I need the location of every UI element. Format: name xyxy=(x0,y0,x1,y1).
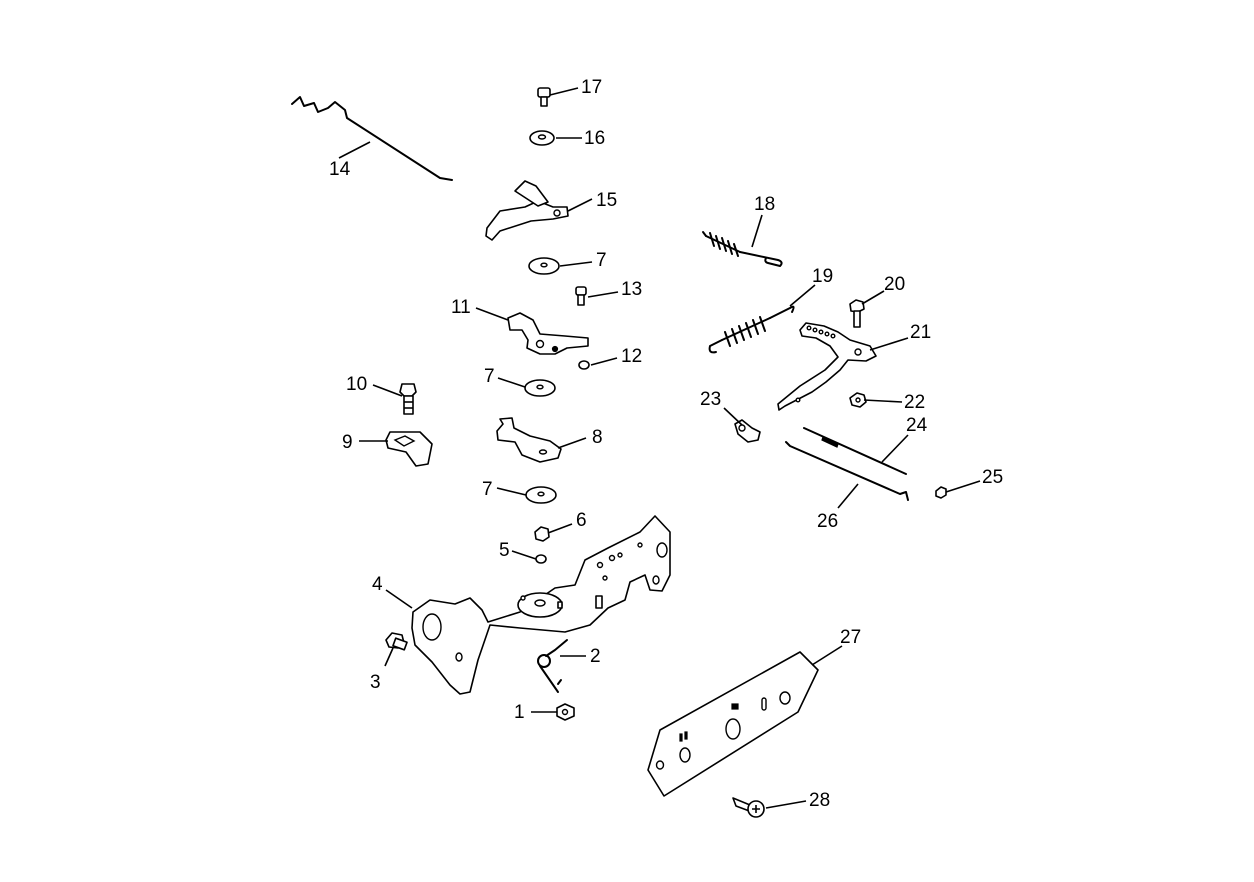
callout-16: 16 xyxy=(584,128,605,149)
part-control-bracket xyxy=(411,515,671,695)
callout-21: 21 xyxy=(910,322,931,343)
part-bolt-20 xyxy=(849,299,865,328)
leader-lines xyxy=(338,87,981,809)
part-lever-plate xyxy=(496,417,562,463)
part-cable-clamp xyxy=(385,431,433,467)
callout-27: 27 xyxy=(840,627,861,648)
part-governor-spring xyxy=(702,231,783,267)
callout-26: 26 xyxy=(817,511,838,532)
callout-15: 15 xyxy=(596,190,617,211)
callout-10: 10 xyxy=(346,374,367,395)
callout-labels: 1 2 3 4 5 6 7 7 7 8 9 10 11 12 13 14 15 … xyxy=(329,77,1003,811)
callout-14: 14 xyxy=(329,159,351,180)
part-washer-16 xyxy=(529,130,555,146)
callout-7a: 7 xyxy=(596,250,607,271)
part-screw-28 xyxy=(732,797,765,818)
part-governor-link-rod xyxy=(785,441,909,501)
part-washer-5 xyxy=(535,554,547,564)
callout-22: 22 xyxy=(904,392,925,413)
part-bolt-3 xyxy=(385,632,408,651)
part-extension-spring xyxy=(708,305,795,354)
callout-13: 13 xyxy=(621,279,642,300)
callout-4: 4 xyxy=(372,574,383,595)
callout-17: 17 xyxy=(581,77,602,98)
callout-2: 2 xyxy=(590,646,601,667)
part-nut-12 xyxy=(578,360,590,370)
callout-18: 18 xyxy=(754,194,775,215)
part-clamp-23 xyxy=(734,419,761,443)
callout-28: 28 xyxy=(809,790,830,811)
part-washer-7b xyxy=(524,379,556,397)
part-plate xyxy=(647,651,819,797)
part-throttle-lever xyxy=(485,180,569,241)
callout-20: 20 xyxy=(884,274,905,295)
part-nut-25 xyxy=(935,486,947,499)
part-bolt-10 xyxy=(399,383,417,415)
part-screw-17 xyxy=(537,87,551,107)
callout-19: 19 xyxy=(812,266,833,287)
part-governor-lever xyxy=(777,322,877,411)
callout-3: 3 xyxy=(370,672,381,693)
callout-25: 25 xyxy=(982,467,1003,488)
callout-23: 23 xyxy=(700,389,721,410)
part-nut-22 xyxy=(849,392,867,408)
part-choke-lever xyxy=(507,312,589,355)
part-washer-7c xyxy=(525,486,557,504)
callout-24: 24 xyxy=(906,415,928,436)
callout-1: 1 xyxy=(514,702,525,723)
callout-9: 9 xyxy=(342,432,353,453)
part-washer-7a xyxy=(528,257,560,275)
part-throttle-link xyxy=(803,427,907,475)
callout-6: 6 xyxy=(576,510,587,531)
callout-5: 5 xyxy=(499,540,510,561)
part-nut-6 xyxy=(534,526,550,542)
callout-8: 8 xyxy=(592,427,603,448)
part-hex-nut xyxy=(556,703,575,721)
callout-7b: 7 xyxy=(484,366,495,387)
callout-11: 11 xyxy=(451,297,471,318)
part-torsion-spring xyxy=(537,639,568,693)
part-screw-13 xyxy=(575,286,587,306)
callout-7c: 7 xyxy=(482,479,493,500)
part-choke-link-rod xyxy=(291,96,453,181)
callout-12: 12 xyxy=(621,346,642,367)
